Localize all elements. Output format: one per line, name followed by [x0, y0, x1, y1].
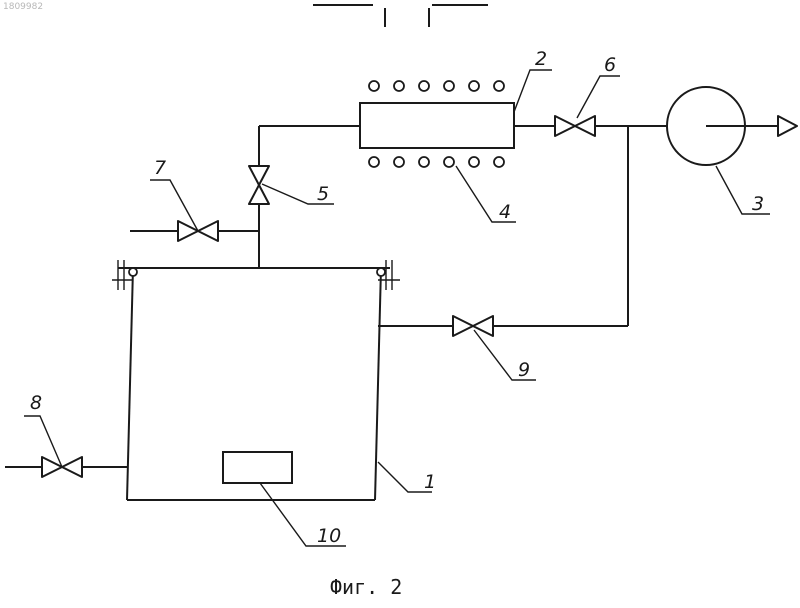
- label-valve-9: 9: [518, 359, 530, 381]
- label-valve-7: 7: [154, 157, 166, 179]
- figure-caption: Фиг. 2: [330, 575, 402, 599]
- valve-9: [453, 316, 493, 336]
- reactor-tube: [360, 103, 514, 148]
- label-heater: 4: [499, 201, 511, 223]
- label-valve-6: 6: [604, 54, 616, 76]
- label-valve-8: 8: [30, 392, 42, 414]
- label-valve-5: 5: [317, 183, 329, 205]
- pump-line: [378, 126, 667, 326]
- valve-6: [555, 116, 595, 136]
- label-sample: 10: [317, 525, 341, 547]
- vacuum-chamber: [112, 260, 400, 500]
- header-fragment: [313, 5, 488, 27]
- sample-holder: [223, 452, 292, 483]
- leader-lines: [24, 70, 770, 546]
- vacuum-pump: [667, 87, 797, 165]
- document-number: 1809982: [3, 2, 43, 12]
- label-pump: 3: [752, 193, 764, 215]
- heater-coils: [369, 81, 504, 167]
- label-chamber: 1: [424, 471, 436, 493]
- label-reactor-tube: 2: [535, 48, 547, 70]
